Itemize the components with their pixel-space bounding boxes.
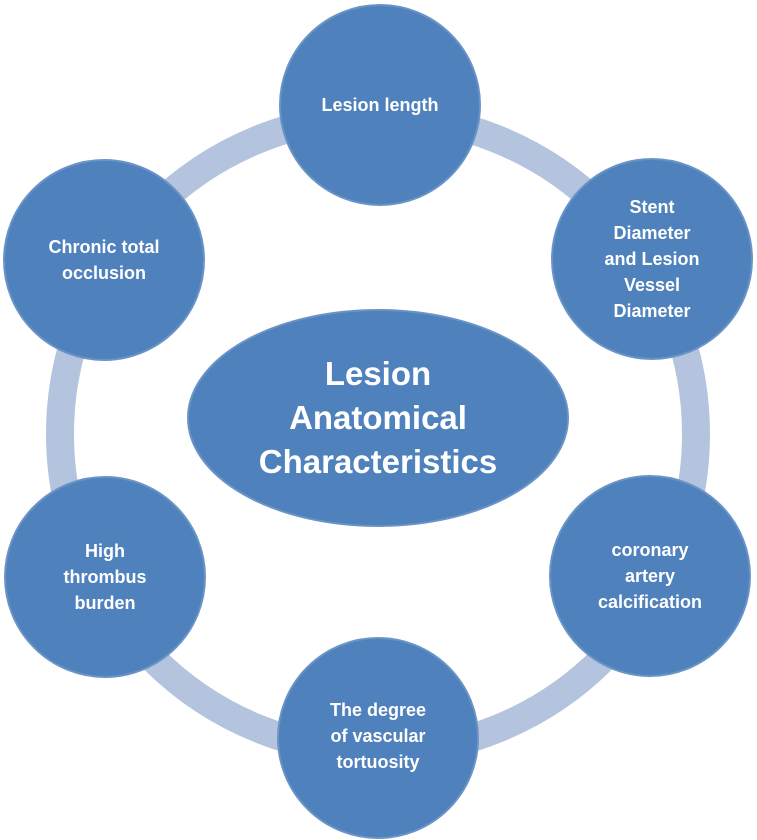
node-vascular-tortuosity: The degree of vascular tortuosity [298, 696, 458, 776]
node-label-line: Diameter [613, 301, 691, 321]
node-label-line: occlusion [61, 263, 146, 283]
node-label-line: thrombus [63, 567, 147, 587]
node-label-line: Chronic total [48, 237, 160, 257]
node-label-line: artery [624, 566, 676, 586]
node-coronary-calcification: coronary artery calcification [570, 536, 730, 616]
center-title-line: Lesion [324, 355, 432, 392]
node-label-line: Diameter [613, 223, 691, 243]
center-title-line: Characteristics [258, 443, 498, 480]
node-label-line: High [85, 541, 125, 561]
node-label-line: Lesion length [321, 95, 439, 115]
node-label-line: The degree [329, 700, 427, 720]
node-label-line: Vessel [623, 275, 681, 295]
node-circle-stent-diameter [551, 158, 753, 360]
node-circle-coronary-calcification [549, 475, 751, 677]
node-label-line: calcification [597, 592, 703, 612]
node-lesion-length: Lesion length [300, 65, 460, 145]
node-label-line: burden [74, 593, 136, 613]
node-thrombus-burden: High thrombus burden [25, 537, 185, 617]
node-label-line: coronary [611, 540, 689, 560]
node-stent-diameter: Stent Diameter and Lesion Vessel Diamete… [572, 189, 732, 329]
node-label-line: tortuosity [336, 752, 420, 772]
node-label-line: of vascular [330, 726, 426, 746]
node-circle-chronic-total-occlusion [3, 159, 205, 361]
node-circle-lesion-length [279, 4, 481, 206]
node-chronic-total-occlusion: Chronic total occlusion [24, 230, 184, 290]
center-title-line: Anatomical [289, 399, 467, 436]
node-label-line: and Lesion [604, 249, 700, 269]
node-label-line: Stent [629, 197, 675, 217]
center-ellipse [187, 309, 569, 527]
node-circle-thrombus-burden [4, 476, 206, 678]
node-circle-vascular-tortuosity [277, 637, 479, 839]
center-title: Lesion Anatomical Characteristics [198, 330, 558, 506]
